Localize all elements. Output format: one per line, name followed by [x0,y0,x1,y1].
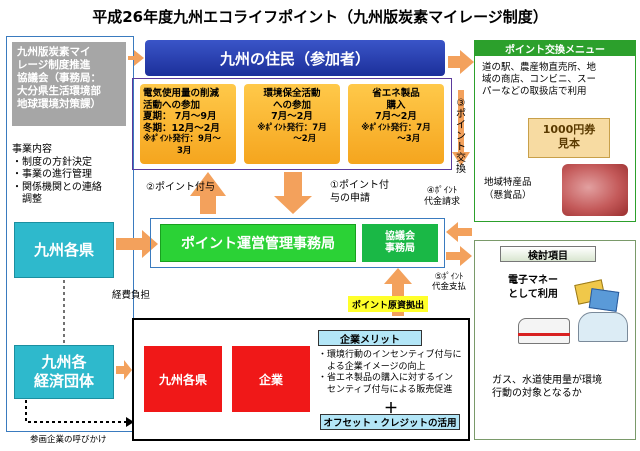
business-line: ・関係機関との連絡 [12,181,102,193]
point-office: ポイント運営管理事務局 [160,224,356,262]
arrow-fund [384,268,412,316]
local-specialty: 地域特産品 （懸賞品） [484,177,532,201]
council-line: 大分県生活環境部 [17,85,101,97]
activity-note: 3月 [143,145,192,156]
activity-line: 省エネ製品 [372,88,420,99]
activity-line: 夏期： 7月～9月 [143,111,217,122]
activity-line: 電気使用量の削減 [143,88,220,99]
companies-frame [132,318,470,441]
left-frame [6,36,134,432]
call-label: 参画企業の呼びかけ [30,435,107,445]
arrow-econ-to-companies [116,360,132,380]
arrow-down-apply [274,172,312,214]
arrow-exchange [452,90,470,166]
cost-label: 経費負担 [112,290,151,301]
arrow-pref-to-office [116,230,158,258]
merit-line: ・環境行動のインセンティブ付与に [318,350,462,360]
claim-label: ④ﾎﾟｲﾝﾄ 代金請求 [424,186,461,207]
review-frame [474,240,636,440]
train-stripe [518,333,570,336]
merit-title: 企業メリット [318,330,422,346]
review-title: 検討項目 [500,246,596,262]
offset-credit: オフセット・クレジットの活用 [320,414,460,430]
office-frame [150,218,445,268]
grant-label: ②ポイント付与 [146,182,215,193]
merit-line: よる企業イメージの向上 [318,361,426,372]
arrow-left-to-banner [128,50,144,66]
council-office: 協議会 事務局 [362,224,438,262]
council-line: 地球環境対策課） [17,98,101,110]
arrow-to-menu [448,50,474,74]
exchange-menu-title: ポイント交換メニュー [474,40,636,56]
activity-electricity: 電気使用量の削減 活動への参加 夏期： 7月～9月 冬期：12月～2月 ※ﾎﾟｲ… [140,84,236,164]
econ-line: 九州各 [41,353,87,371]
voucher-image: 1000円券 見本 [528,118,610,158]
arrow-up-grant [190,172,226,214]
economic-groups-box: 九州各 経済団体 [14,345,114,399]
activity-eco-products: 省エネ製品 購入 7月～2月 ※ﾎﾟｲﾝﾄ発行：7月 ～3月 [348,84,444,164]
companies-red-box: 企業 [232,346,310,412]
exchange-description: 道の駅、農産物直売所、地 域の商店、コンビニ、スー パーなどの取扱店で利用 [482,62,597,97]
merit-line: センティブ付与による販売促進 [318,384,453,395]
apply-label: ①ポイント付 与の申請 [330,180,389,204]
merit-list: ・環境行動のインセンティブ付与に よる企業イメージの向上 ・省エネ製品の購入に対… [318,350,466,396]
train-icon [518,318,570,344]
prefectures-red-box: 九州各県 [144,346,222,412]
activity-line: 7月～2月 [375,111,417,122]
business-line: 事業内容 [12,144,52,155]
arrow-pay [446,246,472,266]
activity-note: ※ﾎﾟｲﾝﾄ発行：7月 [361,122,431,133]
council-line: レージ制度推進 [17,59,91,71]
arrow-call-head [126,417,134,427]
merit-line: ・省エネ製品の購入に対するイン [318,373,454,383]
activity-line: 7月～2月 [271,111,313,122]
line-call [25,400,126,423]
prefectures-box: 九州各県 [14,222,114,278]
activity-line: 購入 [386,99,406,111]
exchange-label: ③ ポ イ ン ト 交 換 [456,98,466,175]
activity-line: への参加 [272,99,311,111]
page-title: 平成26年度九州エコライフポイント（九州版炭素マイレージ制度） [92,8,548,26]
bullet-train-icon [578,312,628,342]
emoney-label: 電子マネー として利用 [508,275,558,300]
residents-banner: 九州の住民（参加者） [145,40,445,76]
pay-label: ⑤ﾎﾟｲﾝﾄ 代金支払 [432,272,467,292]
fund-label: ポイント原資拠出 [348,296,428,312]
activity-note: ～2月 [267,134,317,144]
activity-note: ※ﾎﾟｲﾝﾄ発行：7月 [257,122,327,133]
econ-line: 経済団体 [33,372,94,390]
business-line: ・事業の進行管理 [12,169,92,180]
activities-frame [132,78,452,170]
business-content: 事業内容 ・制度の方針決定 ・事業の進行管理 ・関係機関との連絡 調整 [12,144,132,207]
council-line: 協議会（事務局： [17,72,101,84]
activity-line: 環境保全活動 [263,88,321,99]
activity-line: 冬期：12月～2月 [143,122,220,134]
activity-line: 活動への参加 [143,99,201,111]
card-icon [588,288,620,312]
business-line: ・制度の方針決定 [12,156,92,168]
council-box: 九州版炭素マイ レージ制度推進 協議会（事務局： 大分県生活環境部 地球環境対策… [12,42,126,126]
arrow-claim [446,222,472,242]
activity-note: ※ﾎﾟｲﾝﾄ発行：9月～ [143,134,221,144]
activity-environment: 環境保全活動 への参加 7月～2月 ※ﾎﾟｲﾝﾄ発行：7月 ～2月 [244,84,340,164]
gas-water-note: ガス、水道使用量が環境 行動の対象となるか [492,375,602,399]
plus-sign: ＋ [384,401,398,417]
beef-image [562,164,628,216]
council-line: 九州版炭素マイ [17,46,91,58]
business-line: 調整 [12,194,42,205]
activity-note: ～3月 [371,134,421,144]
